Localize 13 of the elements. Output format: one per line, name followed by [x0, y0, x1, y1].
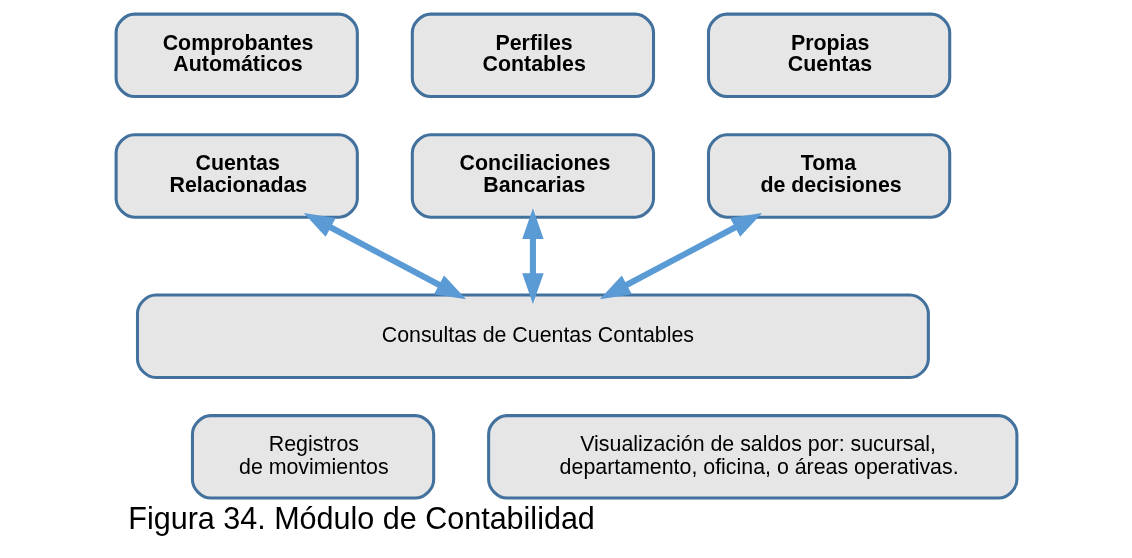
- node-box: Visualización de saldos por: sucursal, departamento, oficina, o áreas operativas.: [486, 414, 1018, 500]
- caption: Figura 34. Módulo de Contabilidad: [127, 500, 595, 535]
- node-box: Propias Cuentas: [706, 12, 951, 99]
- arrow: [521, 208, 544, 304]
- node-box: Conciliaciones Bancarias: [410, 133, 655, 219]
- node-box: Comprobantes Automáticos: [114, 12, 359, 99]
- node-box: Toma de decisiones: [706, 133, 951, 219]
- arrow: [599, 213, 762, 300]
- node-box: Registros de movimientos: [190, 414, 435, 500]
- arrow: [303, 213, 466, 300]
- node-box: Perfiles Contables: [410, 12, 655, 99]
- node-box: Cuentas Relacionadas: [114, 133, 359, 219]
- node-box: Consultas de Cuentas Contables: [135, 293, 930, 379]
